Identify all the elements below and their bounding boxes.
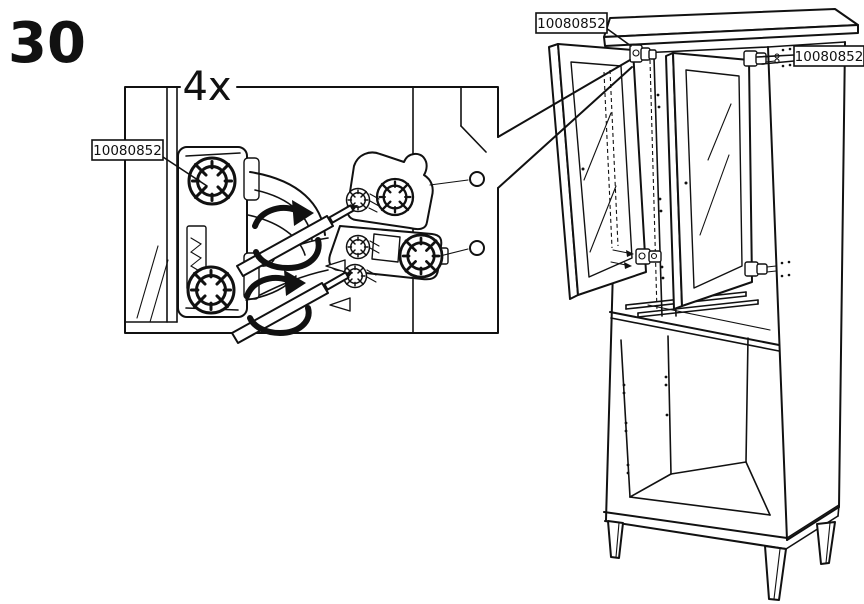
right-door-bottom-hinge	[744, 260, 791, 278]
hinge-mounting-bracket	[259, 151, 449, 312]
hinge-screw-top	[187, 156, 237, 206]
part-label-right-door: 10080852	[756, 45, 864, 67]
cabinet-illustration	[548, 8, 859, 601]
rotation-arrow-bottom	[244, 270, 312, 337]
driven-screw-1	[345, 187, 380, 213]
shelf-pin-holes-lower	[622, 375, 669, 475]
bracket-screw-wing	[375, 177, 415, 217]
part-label-inset: 10080852	[91, 139, 208, 187]
quantity-label: 4x	[182, 64, 231, 110]
rotation-arrow-top	[252, 200, 322, 272]
bracket-slot	[371, 233, 401, 263]
bracket-prong-2	[329, 297, 351, 312]
shelf-pin-holes-upper	[656, 93, 665, 280]
step-number: 30	[8, 11, 86, 76]
detail-inset: 4x	[91, 64, 499, 344]
right-glass-door	[665, 47, 792, 310]
bracket-screw-main	[398, 233, 444, 279]
hinge-screw-bottom	[186, 265, 236, 315]
driven-screw-3	[342, 263, 377, 289]
bracket-prong-1	[325, 259, 346, 273]
left-door-top-hinge	[629, 44, 657, 63]
part-number-right-door: 10080852	[795, 49, 864, 65]
leg-back-right	[816, 521, 836, 565]
pilot-holes	[429, 171, 485, 257]
part-label-left-door: 10080852	[535, 12, 632, 47]
cabinet-body	[603, 41, 846, 601]
hinge-position-arrows	[610, 249, 634, 269]
part-number-inset: 10080852	[93, 143, 162, 159]
cabinet-base	[603, 504, 840, 601]
left-door-bottom-hinge	[635, 248, 662, 265]
leg-front-left	[607, 520, 624, 559]
lower-compartment	[620, 335, 771, 516]
left-glass-door	[548, 43, 662, 300]
leg-front-right	[764, 545, 787, 601]
right-door-top-hinge	[743, 47, 792, 68]
magnifier-wedge	[497, 59, 633, 189]
driven-screw-2	[345, 234, 380, 260]
part-number-left-door: 10080852	[537, 16, 606, 32]
